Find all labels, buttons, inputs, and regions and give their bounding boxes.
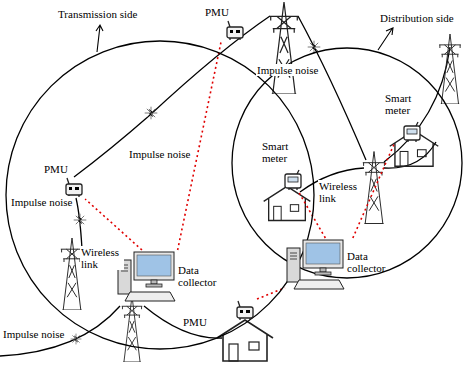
pc-monitor bbox=[134, 252, 174, 280]
leader-arrow bbox=[378, 28, 393, 50]
transmission-tower bbox=[122, 296, 143, 362]
pc-stand bbox=[151, 280, 157, 284]
node-label: Transmission side bbox=[58, 8, 137, 20]
device-antenna bbox=[67, 178, 79, 197]
pc-monitor bbox=[303, 240, 343, 268]
device-antenna bbox=[238, 301, 250, 320]
meter-body bbox=[285, 174, 301, 188]
device-led bbox=[236, 30, 240, 33]
region-outline bbox=[232, 48, 462, 278]
wireless-link bbox=[85, 199, 142, 250]
device-antenna bbox=[228, 21, 240, 40]
pmu-device: PMU bbox=[183, 300, 255, 329]
meter-antenna bbox=[289, 170, 299, 190]
power-line bbox=[0, 306, 120, 356]
device-body bbox=[227, 27, 243, 38]
meter-display bbox=[407, 129, 417, 134]
pc-screen bbox=[306, 243, 340, 264]
transmission-tower bbox=[270, 2, 299, 94]
impulse-noise-symbol bbox=[74, 214, 87, 227]
device-led bbox=[230, 30, 233, 33]
data-collector: Data collector bbox=[118, 252, 226, 302]
power-line bbox=[298, 16, 366, 160]
device-body bbox=[66, 184, 82, 195]
annotation-label: Wireless link bbox=[80, 246, 124, 270]
smart-meter-icon bbox=[403, 122, 421, 142]
node-label: PMU bbox=[44, 163, 68, 175]
house bbox=[264, 186, 311, 220]
pc-tower bbox=[287, 248, 300, 282]
pc-base bbox=[315, 272, 331, 275]
pmu-device-icon bbox=[225, 20, 245, 40]
meter-body bbox=[404, 126, 420, 140]
impulse-noise-symbol bbox=[145, 107, 158, 120]
node-label: Data collector bbox=[178, 264, 226, 288]
pc-keyboard bbox=[125, 292, 175, 301]
wireless-link bbox=[178, 42, 221, 250]
node-label: PMU bbox=[205, 6, 229, 18]
device-led bbox=[69, 187, 72, 190]
power-line bbox=[384, 142, 436, 168]
pc-slots bbox=[290, 253, 297, 259]
power-line bbox=[74, 16, 270, 177]
device-led bbox=[75, 187, 79, 190]
node-label: Smart meter bbox=[262, 140, 304, 164]
pc-stand bbox=[320, 268, 326, 272]
annotation-label: Impulse noise bbox=[256, 64, 319, 76]
power-line bbox=[144, 306, 222, 338]
annotation-label: Impulse noise bbox=[128, 148, 191, 160]
data-collector-icon bbox=[118, 252, 176, 302]
transmission-tower bbox=[363, 152, 385, 224]
node-label: Distribution side bbox=[380, 12, 454, 24]
region-outline bbox=[6, 41, 314, 349]
annotation-label: Impulse noise bbox=[10, 196, 73, 208]
pmu-device: PMU bbox=[205, 6, 245, 40]
leader-arrow bbox=[96, 25, 103, 52]
annotation-label: Wireless link bbox=[318, 180, 362, 204]
pmu-device-icon bbox=[64, 177, 84, 197]
smart-meter: Smart meter bbox=[385, 92, 427, 142]
region-circle: Transmission sidePMUData collector bbox=[5, 40, 315, 350]
wireless-link bbox=[257, 288, 285, 299]
region-outline bbox=[5, 40, 315, 350]
data-collector: Data collector bbox=[287, 240, 395, 290]
device-led bbox=[246, 310, 250, 313]
house bbox=[217, 320, 273, 361]
smart-meter: Smart meter bbox=[262, 140, 304, 190]
annotation-label: Impulse noise bbox=[2, 328, 65, 340]
pc-base bbox=[146, 284, 162, 287]
pmu-device-icon bbox=[235, 300, 255, 320]
meter-antenna bbox=[408, 122, 418, 142]
meter-display bbox=[288, 177, 298, 182]
node-label: PMU bbox=[183, 316, 207, 328]
node-label: Smart meter bbox=[385, 92, 427, 116]
transmission-tower bbox=[439, 34, 461, 104]
pc-keyboard bbox=[294, 280, 344, 289]
pc-screen bbox=[137, 255, 171, 276]
region-circle: Distribution sideSmart meterSmart meterD… bbox=[231, 47, 463, 279]
device-body bbox=[237, 307, 253, 318]
data-collector-icon bbox=[287, 240, 345, 290]
smart-meter-icon bbox=[284, 170, 302, 190]
device-led bbox=[240, 310, 243, 313]
pmu-device: PMU bbox=[44, 163, 84, 197]
node-label: Data collector bbox=[347, 250, 395, 274]
impulse-noise-symbol bbox=[71, 334, 82, 345]
